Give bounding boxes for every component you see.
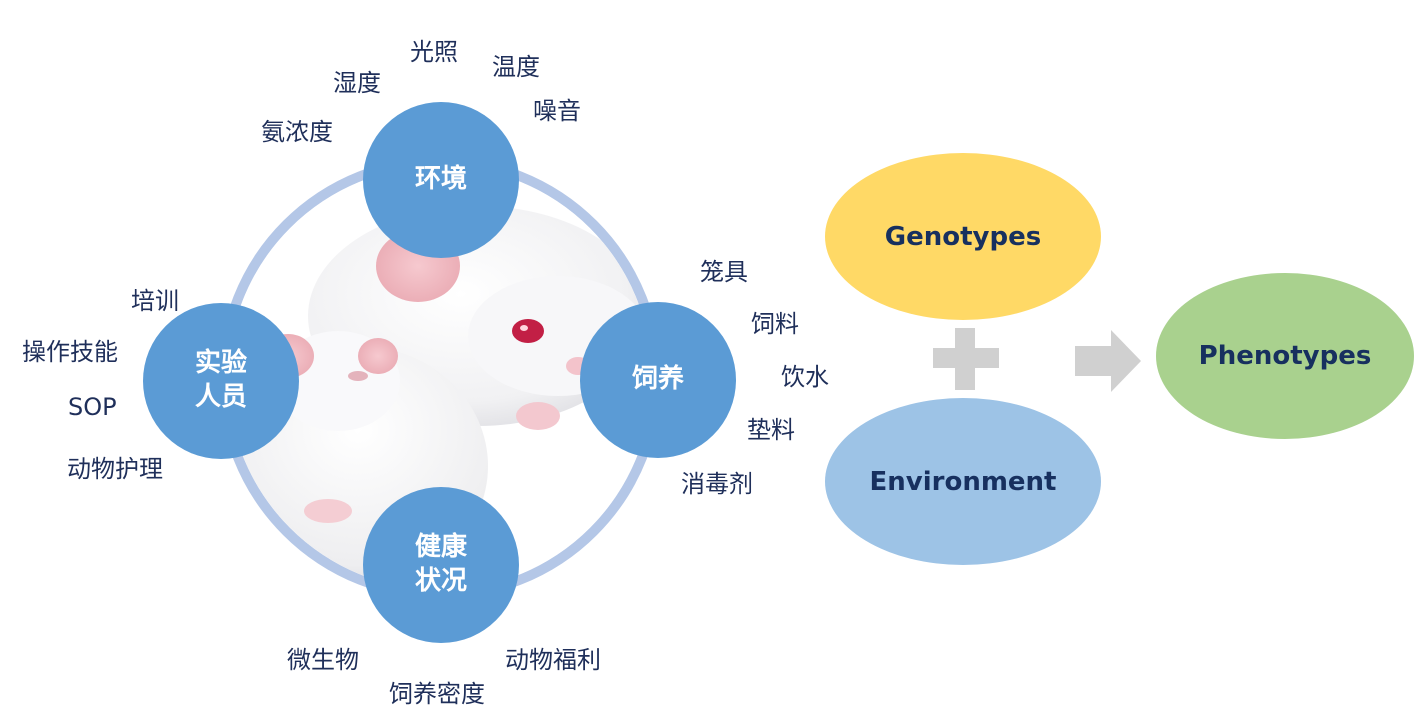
phenotypes-label: Phenotypes bbox=[1198, 341, 1372, 371]
factor-density: 饲养密度 bbox=[389, 680, 485, 708]
node-personnel-label-line2: 人员 bbox=[194, 382, 247, 412]
factor-temperature: 温度 bbox=[492, 53, 540, 81]
factor-sop: SOP bbox=[68, 393, 117, 421]
factor-microbes: 微生物 bbox=[287, 646, 359, 674]
factor-light: 光照 bbox=[410, 38, 458, 66]
genotypes-label: Genotypes bbox=[884, 221, 1042, 252]
factor-disinfectant: 消毒剂 bbox=[681, 470, 753, 498]
factor-training: 培训 bbox=[131, 287, 179, 315]
node-husbandry: 饲养 bbox=[580, 302, 736, 458]
factor-animal-care: 动物护理 bbox=[67, 455, 163, 483]
node-environment-label: 环境 bbox=[414, 164, 467, 195]
factor-welfare: 动物福利 bbox=[505, 646, 601, 674]
genotypes-ellipse: Genotypes bbox=[825, 153, 1101, 320]
factor-cage: 笼具 bbox=[700, 258, 748, 286]
factor-noise: 噪音 bbox=[533, 97, 581, 125]
factor-ammonia: 氨浓度 bbox=[261, 118, 333, 146]
environment-ellipse: Environment bbox=[825, 398, 1101, 565]
node-husbandry-label: 饲养 bbox=[631, 364, 684, 395]
node-environment: 环境 bbox=[363, 102, 519, 258]
factor-water: 饮水 bbox=[781, 363, 829, 391]
node-health-label-line1: 健康 bbox=[414, 532, 467, 563]
factor-skills: 操作技能 bbox=[22, 338, 118, 366]
factor-bedding: 垫料 bbox=[747, 416, 795, 444]
factor-feed: 饲料 bbox=[751, 310, 799, 338]
node-personnel-label-line1: 实验 bbox=[194, 348, 247, 379]
phenotypes-ellipse: Phenotypes bbox=[1156, 273, 1414, 439]
factor-humidity: 湿度 bbox=[333, 69, 381, 97]
node-personnel: 实验 人员 bbox=[143, 303, 299, 459]
node-health: 健康 状况 bbox=[363, 487, 519, 643]
environment-label: Environment bbox=[869, 466, 1057, 497]
node-health-label-line2: 状况 bbox=[414, 566, 467, 596]
arrow-right-icon bbox=[1075, 330, 1141, 392]
